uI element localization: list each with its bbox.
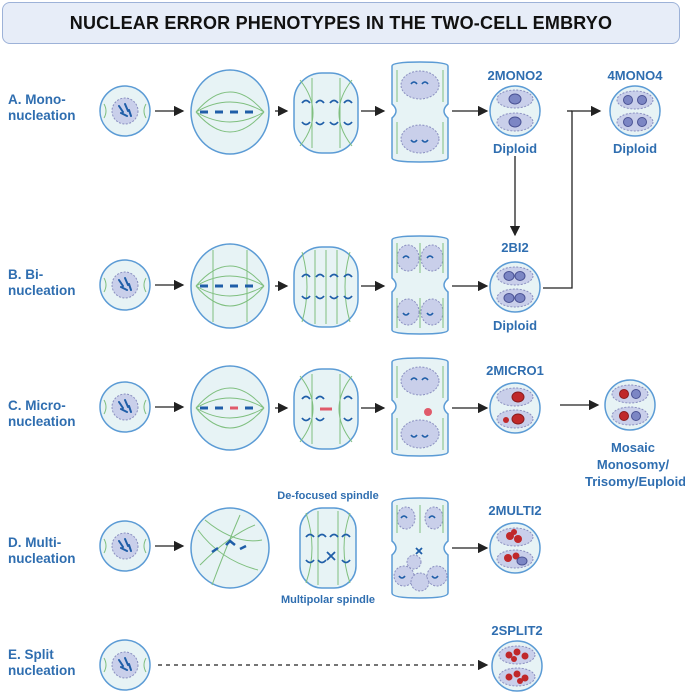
mono2-embryo — [489, 85, 541, 137]
micro1-label: 2MICRO1 — [486, 363, 544, 378]
row-c-label-line2: nucleation — [8, 414, 76, 429]
page-title: NUCLEAR ERROR PHENOTYPES IN THE TWO-CELL… — [69, 12, 613, 33]
row-a-anaphase-cell — [293, 72, 359, 154]
row-a-label: A. Mono- nucleation — [8, 92, 76, 124]
mono4-embryo — [609, 85, 661, 137]
row-a-telophase-cell — [391, 61, 449, 163]
mono4-outcome: Diploid — [612, 141, 658, 156]
row-c-zygote — [99, 381, 151, 433]
row-b-label-line2: nucleation — [8, 283, 76, 298]
row-b-metaphase-cell — [190, 243, 270, 329]
row-c-telophase-cell — [391, 357, 449, 457]
row-b-telophase-cell — [391, 235, 449, 335]
row-a-label-line2: nucleation — [8, 108, 76, 123]
row-e-label: E. Split nucleation — [8, 647, 76, 679]
micro-mosaic-embryo — [604, 379, 656, 431]
arrow-to-mono4 — [543, 105, 602, 289]
micro-outcome-line1: Mosaic — [610, 440, 656, 455]
row-d-defocused-cell — [190, 507, 270, 589]
split2-label: 2SPLIT2 — [491, 623, 543, 638]
row-c-label: C. Micro- nucleation — [8, 398, 76, 430]
mono2-outcome: Diploid — [492, 141, 538, 156]
row-a-label-line1: A. Mono- — [8, 92, 66, 107]
title-box: NUCLEAR ERROR PHENOTYPES IN THE TWO-CELL… — [2, 2, 680, 44]
row-d-label-line2: nucleation — [8, 551, 76, 566]
bi2-label: 2BI2 — [501, 240, 529, 255]
multipolar-spindle-label: Multipolar spindle — [280, 594, 376, 606]
defocused-spindle-label: De-focused spindle — [277, 490, 379, 502]
row-b-label: B. Bi- nucleation — [8, 267, 76, 299]
row-d-zygote — [99, 520, 151, 572]
row-e-label-line1: E. Split — [8, 647, 54, 662]
split2-embryo — [491, 640, 543, 692]
multi2-embryo — [489, 522, 541, 574]
mono4-label: 4MONO4 — [607, 68, 663, 83]
row-d-multipolar-cell — [299, 507, 357, 589]
mono2-label: 2MONO2 — [487, 68, 543, 83]
row-e-label-line2: nucleation — [8, 663, 76, 678]
row-c-anaphase-cell — [293, 368, 359, 450]
row-d-label: D. Multi- nucleation — [8, 535, 76, 567]
row-c-metaphase-cell — [190, 365, 270, 451]
row-e-zygote — [99, 639, 151, 691]
micro-outcome: Mosaic Monosomy/ Trisomy/Euploid — [585, 439, 685, 490]
row-b-zygote — [99, 259, 151, 311]
bi2-embryo — [489, 261, 541, 313]
row-a-metaphase-cell — [190, 69, 270, 155]
multi2-label: 2MULTI2 — [488, 503, 542, 518]
bi2-outcome: Diploid — [492, 318, 538, 333]
row-d-label-line1: D. Multi- — [8, 535, 62, 550]
row-d-telophase-cell — [391, 497, 449, 599]
row-b-label-line1: B. Bi- — [8, 267, 44, 282]
micro-outcome-line2: Monosomy/ — [596, 457, 670, 472]
row-a-zygote — [99, 85, 151, 137]
micro1-embryo — [489, 382, 541, 434]
row-b-anaphase-cell — [293, 246, 359, 328]
micro-outcome-line3: Trisomy/Euploid — [585, 474, 685, 489]
row-c-label-line1: C. Micro- — [8, 398, 66, 413]
